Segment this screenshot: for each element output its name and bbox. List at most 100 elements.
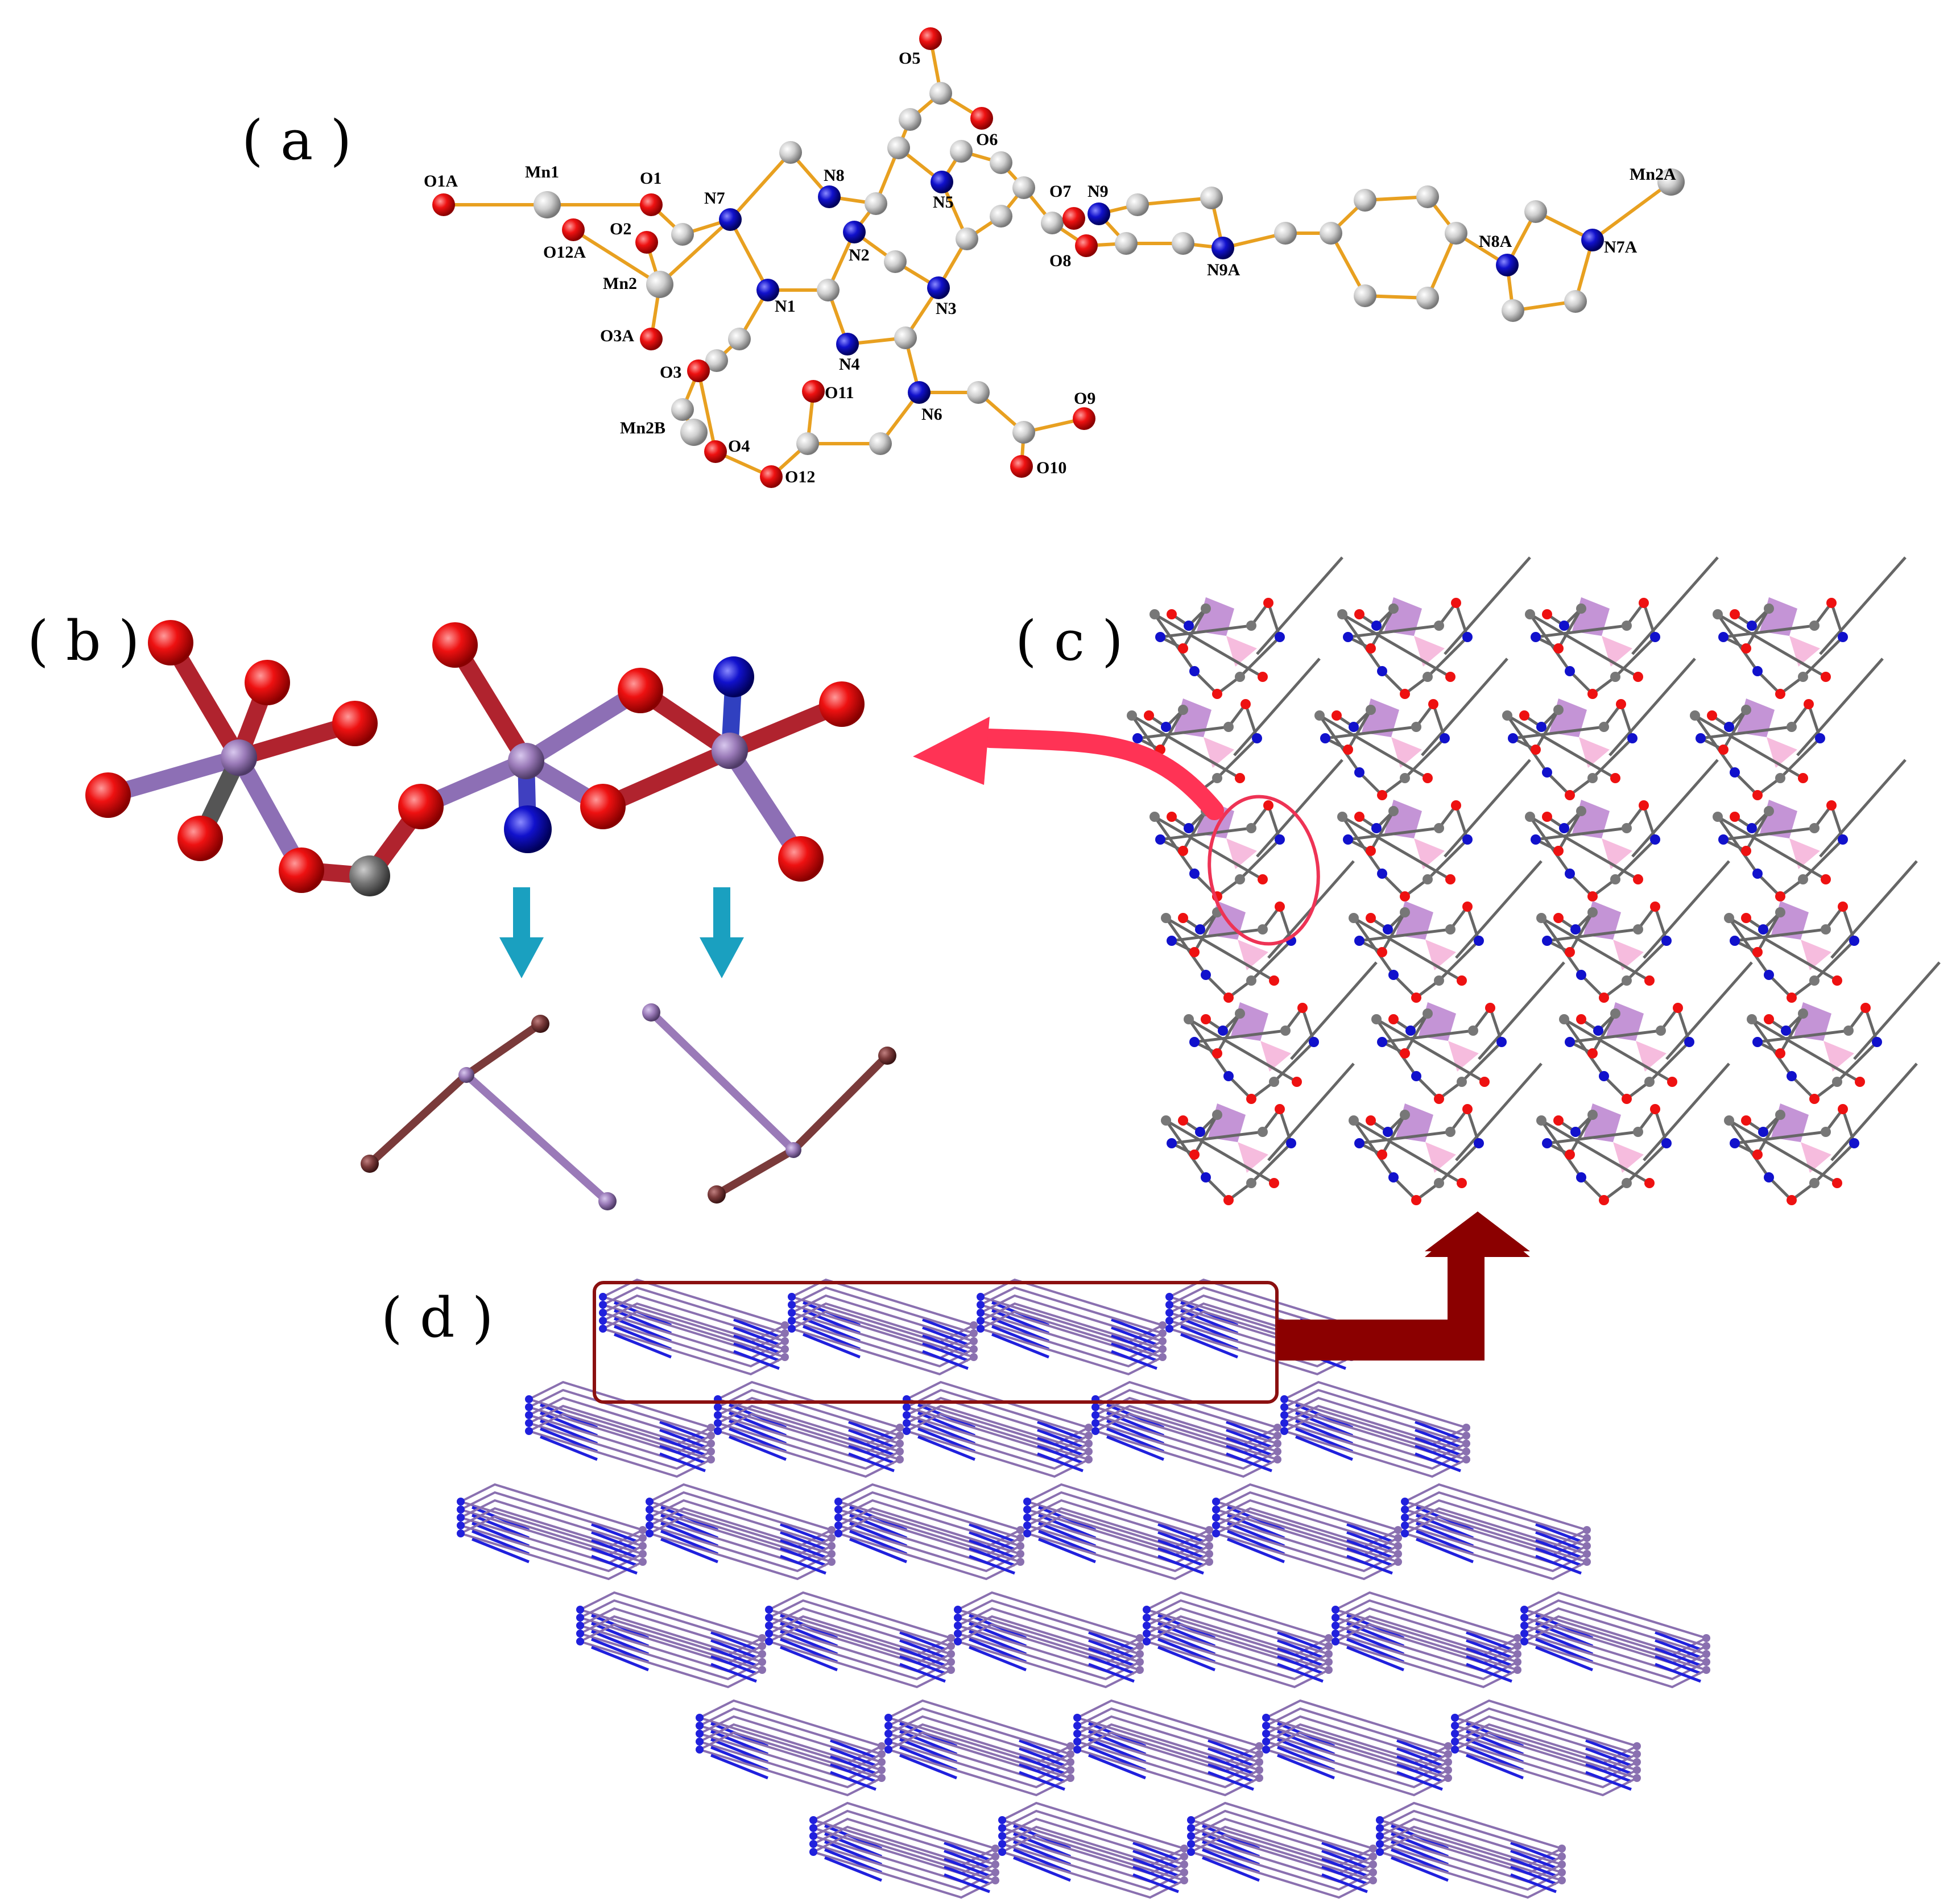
lattice-atom bbox=[1764, 603, 1774, 614]
network-strand bbox=[1277, 1631, 1324, 1651]
lattice-atom bbox=[1826, 800, 1837, 811]
lattice-atom bbox=[1599, 993, 1609, 1003]
network-node bbox=[970, 1345, 978, 1353]
lattice-atom bbox=[1838, 1104, 1848, 1114]
mn-polyhedron bbox=[1204, 737, 1234, 768]
layer-motif bbox=[1161, 860, 1355, 1003]
network-node bbox=[1143, 1638, 1151, 1645]
chain-bundle bbox=[1280, 1380, 1470, 1478]
lattice-atom bbox=[1314, 710, 1325, 721]
network-node bbox=[977, 1325, 985, 1333]
lattice-atom bbox=[1235, 773, 1245, 783]
network-node bbox=[457, 1506, 465, 1514]
mn-polyhedron bbox=[1613, 1142, 1644, 1173]
network-node bbox=[1165, 1309, 1173, 1317]
lattice-atom bbox=[1565, 666, 1575, 676]
lattice-atom bbox=[1377, 1037, 1387, 1047]
network-node bbox=[1205, 1558, 1213, 1566]
lattice-atom bbox=[1167, 609, 1177, 619]
down-arrow-icon bbox=[700, 887, 744, 978]
chain-bundle bbox=[599, 1278, 789, 1376]
lattice-atom bbox=[1275, 632, 1285, 642]
network-strand bbox=[614, 1333, 672, 1359]
lattice-atom bbox=[1587, 1110, 1598, 1120]
network-strand bbox=[969, 1523, 1015, 1543]
lattice-atom bbox=[1747, 1014, 1757, 1024]
highlight-ellipse bbox=[1208, 795, 1320, 946]
network-node bbox=[707, 1432, 715, 1440]
lattice-atom bbox=[1764, 970, 1774, 980]
lattice-atom bbox=[1747, 621, 1757, 631]
network-strand bbox=[1585, 1763, 1632, 1783]
network-strand bbox=[1346, 1645, 1404, 1672]
lattice-atom bbox=[1587, 891, 1598, 902]
lattice-atom bbox=[1650, 902, 1660, 912]
lattice-atom bbox=[1787, 1071, 1797, 1081]
lattice-atom bbox=[1610, 1008, 1620, 1019]
lattice-atom bbox=[1258, 672, 1268, 682]
lattice-atom bbox=[1639, 800, 1649, 811]
lattice-atom bbox=[1178, 913, 1188, 923]
network-strand bbox=[1226, 1444, 1272, 1465]
lattice-atom bbox=[1536, 722, 1547, 732]
carbon-atom bbox=[869, 432, 892, 455]
lattice-atom bbox=[1741, 705, 1751, 715]
lattice-atom bbox=[1633, 1127, 1643, 1137]
lattice-atom bbox=[1366, 846, 1376, 856]
lattice-atom bbox=[1747, 823, 1757, 833]
lattice-atom bbox=[1343, 632, 1353, 642]
network-node bbox=[1255, 1742, 1263, 1750]
network-strand bbox=[1346, 1630, 1404, 1656]
network-strand bbox=[1013, 1856, 1071, 1882]
network-strand bbox=[1208, 1763, 1254, 1783]
network-node bbox=[1332, 1622, 1339, 1630]
network-strand bbox=[472, 1537, 530, 1564]
mn-polyhedron bbox=[1602, 636, 1632, 667]
lattice-atom bbox=[1246, 975, 1256, 986]
network-strand bbox=[969, 1645, 1027, 1672]
network-node bbox=[1016, 1534, 1024, 1542]
network-node bbox=[1085, 1424, 1093, 1432]
lattice-atom bbox=[1650, 834, 1660, 845]
network-node bbox=[878, 1774, 886, 1782]
layer-motif bbox=[1724, 860, 1918, 1003]
network-node bbox=[788, 1309, 796, 1317]
carbon-atom bbox=[929, 82, 952, 105]
network-strand bbox=[1180, 1309, 1238, 1335]
network-node bbox=[1262, 1730, 1270, 1738]
network-strand bbox=[1227, 1514, 1285, 1540]
lattice-atom bbox=[1189, 947, 1200, 957]
lattice-atom bbox=[1161, 913, 1171, 923]
network-node bbox=[1023, 1514, 1031, 1521]
lattice-atom bbox=[1445, 1127, 1455, 1137]
network-node bbox=[525, 1403, 533, 1411]
network-node bbox=[1702, 1666, 1710, 1674]
network-strand bbox=[780, 1554, 826, 1575]
lattice-atom bbox=[1423, 773, 1433, 783]
lattice-atom bbox=[1633, 874, 1643, 884]
network-strand bbox=[591, 1554, 638, 1575]
network-strand bbox=[1466, 1639, 1512, 1659]
lattice-atom bbox=[1553, 1115, 1564, 1126]
network-node bbox=[1376, 1848, 1384, 1856]
left-arrow-icon bbox=[913, 717, 990, 785]
network-strand bbox=[1396, 1755, 1443, 1775]
lattice-atom bbox=[1622, 1094, 1632, 1104]
network-node bbox=[903, 1427, 911, 1435]
network-strand bbox=[1157, 1523, 1204, 1543]
lattice-atom bbox=[1570, 1127, 1581, 1137]
lattice-atom bbox=[1565, 869, 1575, 879]
network-node bbox=[947, 1666, 955, 1674]
lattice-atom bbox=[1400, 1110, 1410, 1120]
network-node bbox=[1262, 1714, 1270, 1722]
network-node bbox=[1187, 1832, 1195, 1840]
lattice-atom bbox=[1428, 699, 1438, 709]
atom-o5 bbox=[919, 27, 942, 50]
lattice-atom bbox=[1610, 773, 1620, 783]
layer-motif bbox=[1536, 1062, 1730, 1205]
network-node bbox=[1205, 1526, 1213, 1534]
network-node bbox=[781, 1353, 789, 1361]
network-strand bbox=[1466, 1746, 1524, 1772]
lattice-atom bbox=[1189, 1037, 1200, 1047]
lattice-atom bbox=[1809, 823, 1820, 833]
